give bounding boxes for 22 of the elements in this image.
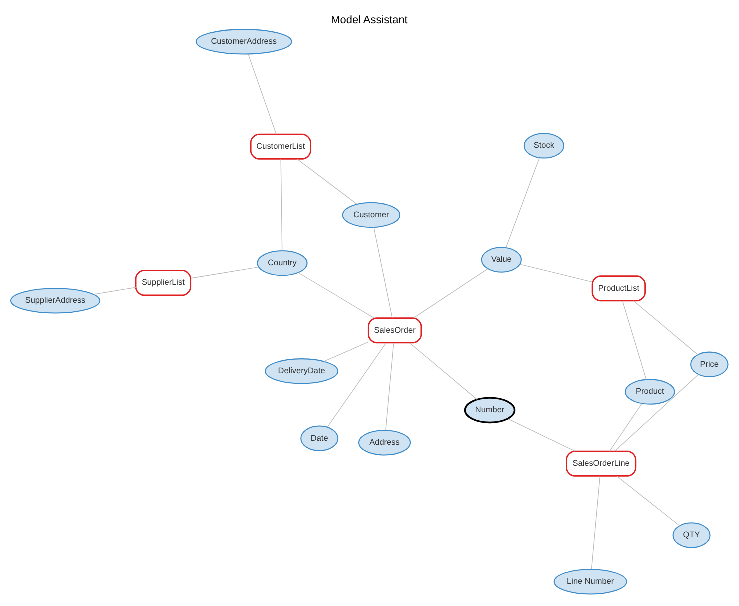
connector — [609, 404, 642, 452]
connector — [296, 158, 358, 205]
connector — [410, 342, 478, 400]
connector — [506, 158, 540, 248]
connector — [386, 342, 394, 431]
connector — [622, 300, 647, 380]
connector — [508, 418, 576, 452]
connector — [327, 342, 387, 428]
connector — [190, 266, 260, 279]
connector — [298, 272, 375, 319]
connector — [614, 374, 699, 452]
connector — [94, 287, 136, 295]
connector — [414, 268, 488, 319]
connector — [248, 54, 277, 135]
connector — [324, 342, 369, 362]
connector — [280, 158, 283, 252]
connector — [633, 300, 698, 356]
connector — [591, 476, 601, 570]
connector — [520, 264, 593, 282]
connector — [374, 227, 393, 319]
connector — [616, 476, 680, 526]
diagram-title: Model Assistant — [331, 14, 408, 26]
